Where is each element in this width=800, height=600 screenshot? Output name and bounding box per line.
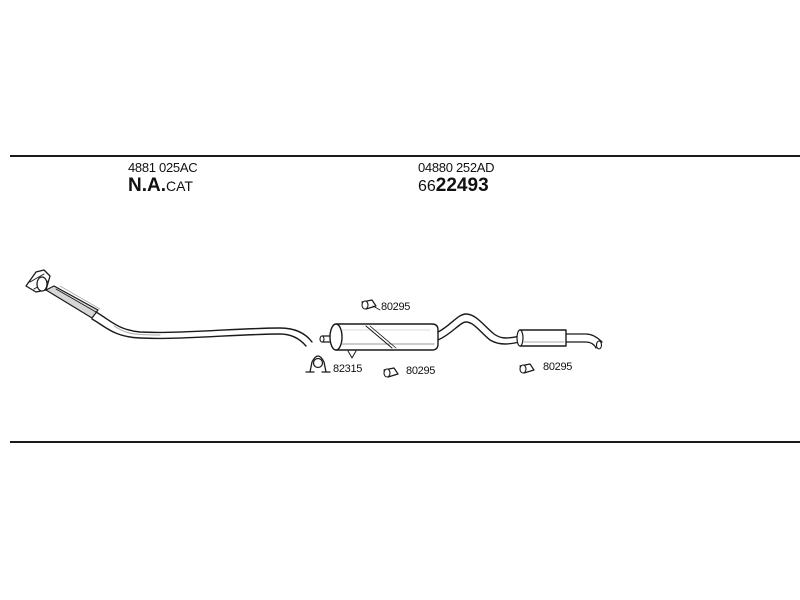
callout-clamp-top-label: 80295 — [381, 301, 411, 313]
section-2-title: 6622493 — [418, 176, 489, 195]
intermediate-pipe — [437, 313, 521, 345]
section-1-part-number: 4881 025AC — [128, 160, 198, 175]
centre-silencer — [319, 323, 439, 359]
section-1-title-rest: CAT — [166, 178, 193, 194]
callout-clamp-mid-label: 80295 — [406, 365, 436, 377]
section-2-part-number: 04880 252AD — [418, 160, 495, 175]
rubber-mount-mid-icon — [383, 367, 399, 378]
section-1-title: N.A.CAT — [128, 176, 193, 195]
callout-clamp-right-label: 80295 — [543, 361, 573, 373]
section-2-title-bold: 22493 — [435, 175, 489, 196]
bottom-divider-line — [10, 441, 800, 443]
callout-ring-label: 82315 — [333, 363, 363, 375]
rubber-mount-right-icon — [519, 363, 535, 374]
front-flange — [25, 269, 51, 293]
section-2-title-prefix: 66 — [418, 178, 436, 195]
top-divider-line — [10, 155, 800, 157]
catalytic-converter — [45, 285, 101, 319]
rubber-mount-top-icon — [361, 299, 381, 311]
rear-silencer — [516, 329, 603, 350]
mounting-ring-icon — [305, 355, 331, 373]
front-pipe — [91, 311, 313, 347]
section-1-title-bold: N.A. — [128, 175, 166, 196]
